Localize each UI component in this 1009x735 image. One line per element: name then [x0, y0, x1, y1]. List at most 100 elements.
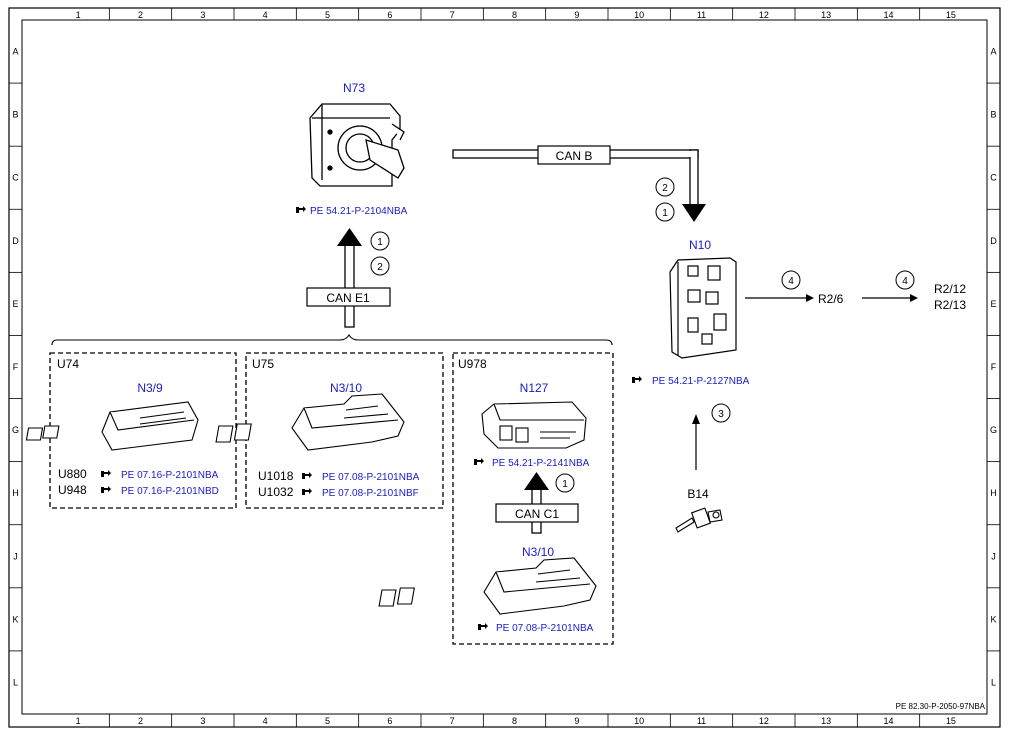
u74-group: U74 N3/9 U880 PE 07.16-P-2101NBA U948 PE… [25, 352, 237, 509]
u75-code-2: U1032 [258, 485, 294, 499]
u978-group-label: U978 [458, 357, 487, 371]
row-label-right-L: L [991, 677, 996, 687]
engine-control-unit-icon [215, 393, 405, 451]
marker-4-r212: 4 [895, 270, 915, 290]
u74-code-1: U880 [58, 467, 87, 481]
output-r213: R2/13 [934, 298, 966, 312]
row-label-right-A: A [990, 47, 996, 57]
u75-module-label: N3/10 [330, 381, 362, 395]
u978-group: U978 N127 PE 54.21-P-2141NBA CAN C1 N3/1… [378, 352, 614, 645]
marker-1-canc1: 1 [555, 473, 575, 493]
n73-ref: PE 54.21-P-2104NBA [310, 206, 408, 217]
column-label-2: 2 [138, 10, 143, 20]
arrow-up-icon [524, 472, 549, 490]
arrow-down-icon [682, 204, 706, 222]
n127-label: N127 [520, 381, 549, 395]
column-label-bottom-8: 8 [512, 716, 517, 726]
b14-label: B14 [687, 487, 709, 501]
u75-ref-1: PE 07.08-P-2101NBA [322, 472, 420, 483]
u75-code-1: U1018 [258, 469, 294, 483]
can-b-label: CAN B [556, 149, 593, 163]
control-unit-icon [481, 401, 587, 449]
row-label-B: B [12, 110, 18, 120]
arrow-right-icon [910, 294, 918, 302]
column-label-bottom-3: 3 [200, 716, 205, 726]
column-ruler: 1122334455667788991010111112121313141415… [76, 8, 956, 727]
row-label-right-C: C [990, 173, 997, 183]
column-label-1: 1 [76, 10, 81, 20]
row-label-A: A [12, 47, 18, 57]
control-module-icon [669, 257, 737, 359]
n73-label: N73 [343, 81, 365, 95]
column-label-bottom-4: 4 [263, 716, 268, 726]
row-label-H: H [12, 488, 19, 498]
column-label-7: 7 [450, 10, 455, 20]
u75-group-label: U75 [252, 357, 274, 371]
column-label-bottom-1: 1 [76, 716, 81, 726]
row-label-E: E [12, 299, 18, 309]
column-label-10: 10 [634, 10, 644, 20]
can-e1-connection: CAN E1 [306, 228, 391, 328]
u75-ref-2: PE 07.08-P-2101NBF [322, 488, 419, 499]
can-b-connection: CAN B [452, 145, 706, 222]
can-e1-label: CAN E1 [326, 291, 370, 305]
row-label-right-B: B [990, 110, 996, 120]
reference-icon [302, 472, 312, 479]
column-label-15: 15 [946, 10, 956, 20]
column-label-5: 5 [325, 10, 330, 20]
ignition-switch-icon [309, 103, 405, 187]
reference-icon [101, 486, 111, 493]
n10-component: N10 PE 54.21-P-2127NBA [632, 238, 750, 387]
svg-text:3: 3 [718, 409, 724, 420]
row-label-G: G [12, 425, 19, 435]
can-e1-box [306, 287, 391, 307]
svg-text:1: 1 [562, 479, 568, 490]
u74-group-label: U74 [57, 357, 79, 371]
reference-icon [474, 458, 484, 465]
reference-icon [302, 488, 312, 495]
column-label-9: 9 [574, 10, 579, 20]
column-label-bottom-6: 6 [387, 716, 392, 726]
column-label-bottom-5: 5 [325, 716, 330, 726]
u74-module-label: N3/9 [137, 381, 163, 395]
u74-ref-1: PE 07.16-P-2101NBA [121, 470, 219, 481]
drawing-frame: 1122334455667788991010111112121313141415… [8, 7, 1001, 728]
output-r212: R2/12 [934, 282, 966, 296]
row-label-right-D: D [990, 236, 997, 246]
row-label-right-H: H [990, 488, 997, 498]
marker-1-canb: 1 [655, 202, 675, 222]
group-brace [51, 333, 613, 346]
arrow-up-icon [337, 228, 362, 246]
row-label-right-K: K [990, 614, 996, 624]
arrow-right-icon [806, 294, 814, 302]
column-label-14: 14 [883, 10, 893, 20]
row-label-D: D [12, 236, 19, 246]
svg-text:2: 2 [662, 183, 668, 194]
marker-4-r26: 4 [781, 270, 801, 290]
u74-code-2: U948 [58, 483, 87, 497]
row-label-right-E: E [990, 299, 996, 309]
column-label-bottom-11: 11 [697, 716, 706, 726]
u75-group: U75 N3/10 U1018 PE 07.08-P-2101NBA U1032… [215, 352, 444, 509]
n127-ref: PE 54.21-P-2141NBA [492, 458, 590, 469]
output-connections: R2/6 R2/12 R2/13 [745, 282, 966, 312]
column-label-bottom-2: 2 [138, 716, 143, 726]
reference-icon [478, 623, 488, 630]
u74-ref-2: PE 07.16-P-2101NBD [121, 486, 219, 497]
column-label-bottom-7: 7 [450, 716, 455, 726]
engine-control-unit-icon [378, 557, 597, 615]
reference-icon [632, 376, 642, 383]
svg-text:1: 1 [377, 237, 383, 248]
column-label-11: 11 [697, 10, 706, 20]
row-label-right-G: G [990, 425, 997, 435]
column-label-bottom-13: 13 [821, 716, 831, 726]
column-label-6: 6 [387, 10, 392, 20]
n310-ref: PE 07.08-P-2101NBA [496, 623, 594, 634]
row-label-C: C [12, 173, 19, 183]
can-c1-label: CAN C1 [515, 507, 559, 521]
b14-component: B14 [675, 414, 723, 533]
n10-label: N10 [689, 238, 711, 252]
n73-component: N73 PE 54.21-P-2104NBA [296, 81, 408, 217]
